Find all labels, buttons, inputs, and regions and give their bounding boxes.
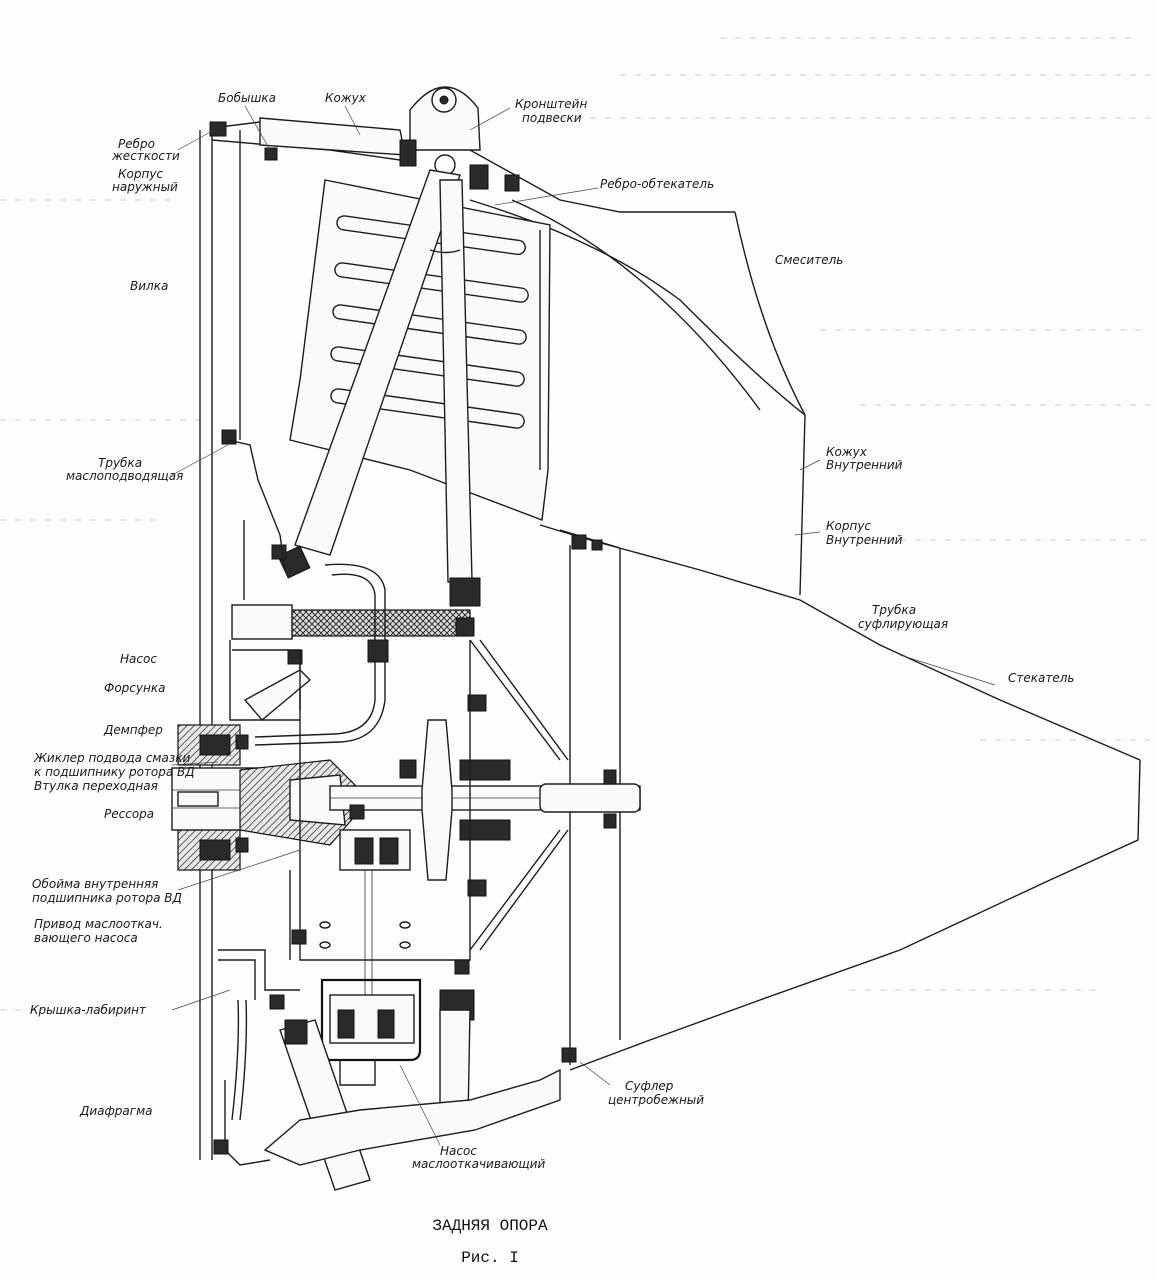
label-oil-sleeve-2: к подшипнику ротора ВД xyxy=(34,765,195,779)
label-nozzle: Насос xyxy=(120,652,157,666)
label-oil-sleeve-1: Жиклер подвода смазки xyxy=(33,751,190,765)
label-adapter-bush: Втулка переходная xyxy=(34,779,158,793)
label-oil-tube-1: Трубка xyxy=(98,456,142,470)
label-boss: Бобышка xyxy=(218,91,276,105)
label-bracket-2: подвески xyxy=(522,111,582,125)
label-inner-bearing-1: Обойма внутренняя xyxy=(32,877,158,891)
caption-title: ЗАДНЯЯ ОПОРА xyxy=(432,1217,548,1235)
label-injector: Форсунка xyxy=(104,681,165,695)
label-casing: Кожух xyxy=(325,91,367,105)
label-spring: Рессора xyxy=(104,807,154,821)
label-outer-case-1: Корпус xyxy=(118,167,163,181)
label-bracket-1: Кронштейн xyxy=(515,97,587,111)
caption-figure: Рис. I xyxy=(461,1249,519,1267)
label-scavenge-drive-2: вающего насоса xyxy=(34,931,138,945)
label-fairing-rib: Ребро-обтекатель xyxy=(600,177,714,191)
label-outer-case-2: наружный xyxy=(112,180,178,194)
label-inner-casing-1: Кожух xyxy=(826,445,868,459)
label-stiffener-1: Ребро xyxy=(118,137,155,151)
rear-support-assembly xyxy=(171,86,1141,1191)
label-scavenge-pump-2: маслооткачивающий xyxy=(412,1157,545,1171)
label-stiffener-2: жесткости xyxy=(111,149,180,163)
label-damper: Демпфер xyxy=(103,723,163,737)
label-breather-tube-2: суфлирующая xyxy=(858,617,948,631)
label-scavenge-pump-1: Насос xyxy=(440,1144,477,1158)
label-centrifugal-breather-1: Суфлер xyxy=(625,1079,674,1093)
label-inner-case-2: Внутренний xyxy=(826,533,903,547)
label-inner-case-1: Корпус xyxy=(826,519,871,533)
label-fork: Вилка xyxy=(130,279,168,293)
leader-lines xyxy=(171,105,996,1146)
label-labyrinth-cover: Крышка-лабиринт xyxy=(30,1003,147,1017)
figure-caption: ЗАДНЯЯ ОПОРА Рис. I xyxy=(432,1217,548,1267)
label-oil-tube-2: маслоподводящая xyxy=(66,469,183,483)
scan-noise xyxy=(0,37,1150,1011)
callout-labels: Бобышка Кожух Кронштейн подвески Ребро ж… xyxy=(30,91,1074,1171)
label-scavenge-drive-1: Привод маслооткач. xyxy=(34,917,163,931)
label-diaphragm: Диафрагма xyxy=(79,1104,152,1118)
label-mixer: Смеситель xyxy=(775,253,843,267)
label-breather-tube-1: Трубка xyxy=(872,603,916,617)
label-fairing: Стекатель xyxy=(1008,671,1074,685)
label-inner-casing-2: Внутренний xyxy=(826,458,903,472)
label-centrifugal-breather-2: центробежный xyxy=(608,1093,704,1107)
label-inner-bearing-2: подшипника ротора ВД xyxy=(32,891,182,905)
